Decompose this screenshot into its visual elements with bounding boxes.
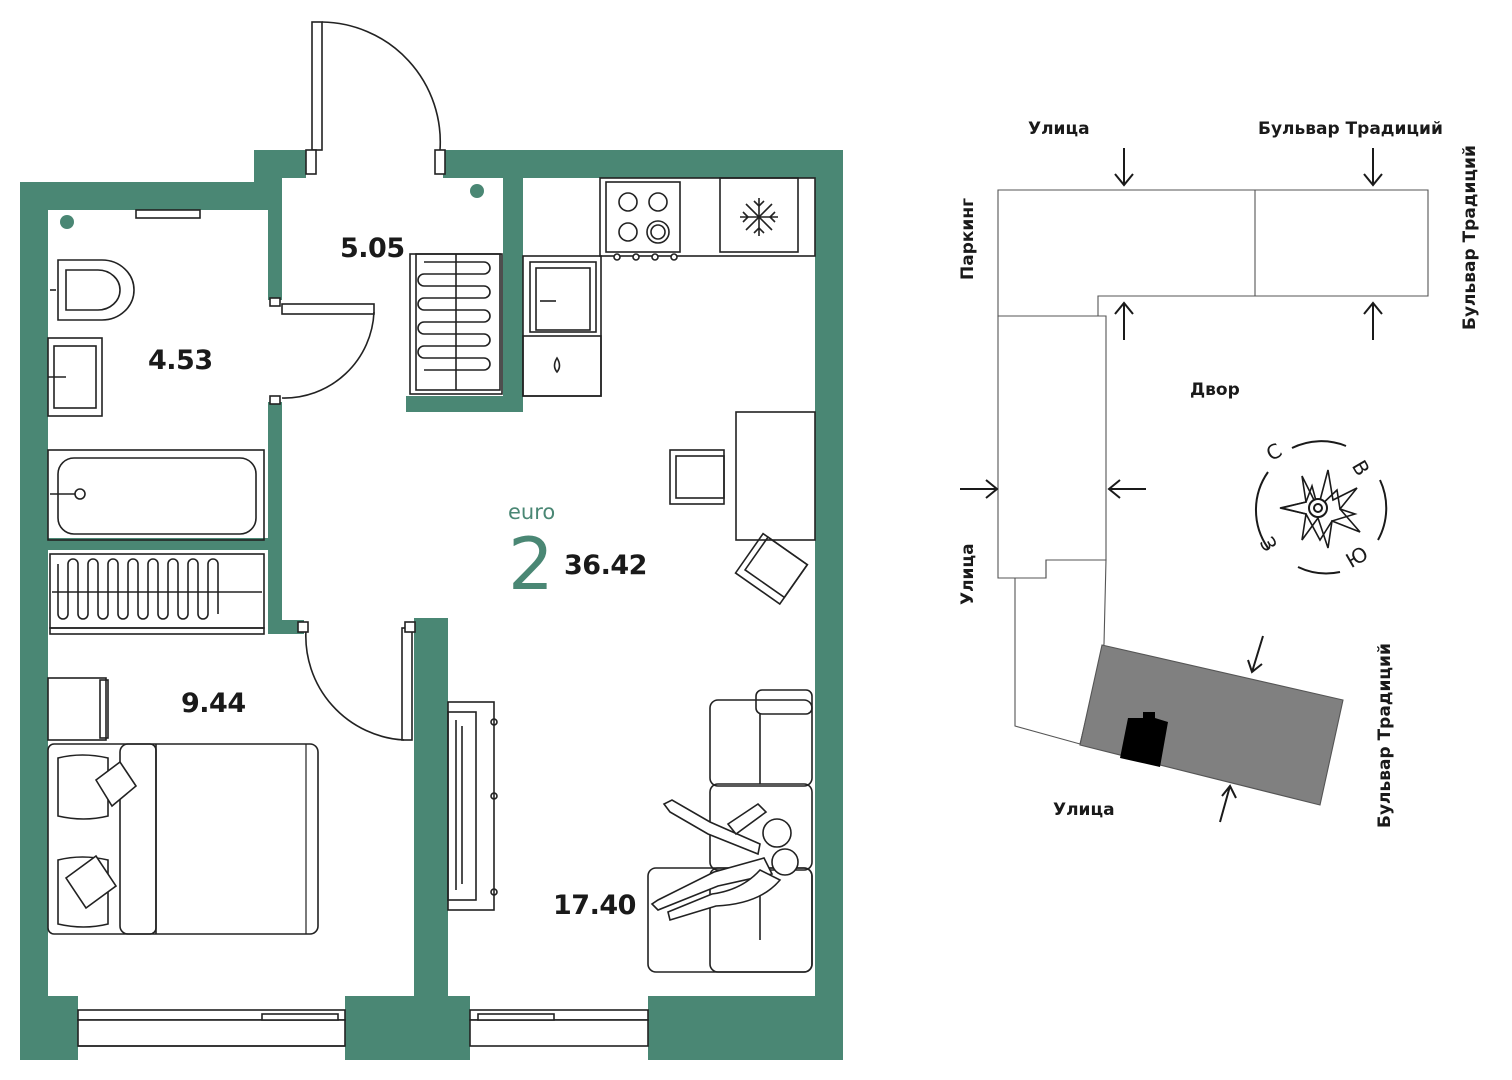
arrow-up-icon [1219, 784, 1237, 823]
compass [1254, 440, 1388, 575]
wardrobe-bedroom [49, 553, 265, 635]
snowflake-icon [740, 198, 778, 236]
building-south-wing [1014, 559, 1107, 745]
room-area-living: 17.40 [553, 890, 636, 921]
arrow-right-icon [960, 479, 999, 499]
apartment-plan [20, 21, 843, 1060]
wardrobe-hallway [409, 253, 503, 395]
street-label-top: Улица [1028, 119, 1090, 139]
entry-arrows [960, 148, 1383, 823]
boulevard-label-right-top: Бульвар Традиций [1460, 145, 1480, 330]
street-label-left: Улица [958, 543, 978, 605]
room-area-hallway: 5.05 [340, 233, 405, 264]
outer-walls [20, 150, 843, 1060]
bathroom-door [269, 297, 375, 405]
yard-label: Двор [1190, 380, 1240, 400]
windows [77, 1009, 649, 1047]
arrow-up-icon [1114, 301, 1134, 340]
building-west-wing [997, 315, 1107, 579]
riser-dot [470, 184, 484, 198]
entry-door [305, 21, 446, 175]
arrow-up-icon [1363, 301, 1383, 340]
total-area: 36.42 [564, 550, 647, 581]
highlighted-building [1079, 644, 1344, 806]
tv-unit [447, 701, 498, 911]
site-plan [960, 148, 1429, 823]
boulevard-label-right-bottom: Бульвар Традиций [1375, 643, 1395, 828]
room-area-bedroom: 9.44 [181, 688, 246, 719]
apartment-type-label: euro [508, 500, 556, 524]
bed [47, 677, 319, 935]
building-north-wing [997, 189, 1429, 317]
parking-label: Паркинг [958, 198, 978, 280]
inner-walls [48, 178, 523, 996]
room-area-bathroom: 4.53 [148, 345, 213, 376]
arrow-down-icon [1114, 148, 1134, 187]
arrow-down-icon [1247, 635, 1264, 674]
sofa [647, 689, 813, 973]
arrow-left-icon [1107, 479, 1146, 499]
bedroom-door [297, 621, 416, 741]
section-marker [1120, 712, 1168, 767]
riser-dot [60, 215, 74, 229]
arrow-down-icon [1363, 148, 1383, 187]
boulevard-label-top: Бульвар Традиций [1258, 119, 1443, 139]
kitchen-unit [522, 177, 816, 606]
rooms-count: 2 [508, 522, 554, 606]
street-label-bottom: Улица [1053, 800, 1115, 820]
bathroom-fixtures [47, 209, 265, 541]
